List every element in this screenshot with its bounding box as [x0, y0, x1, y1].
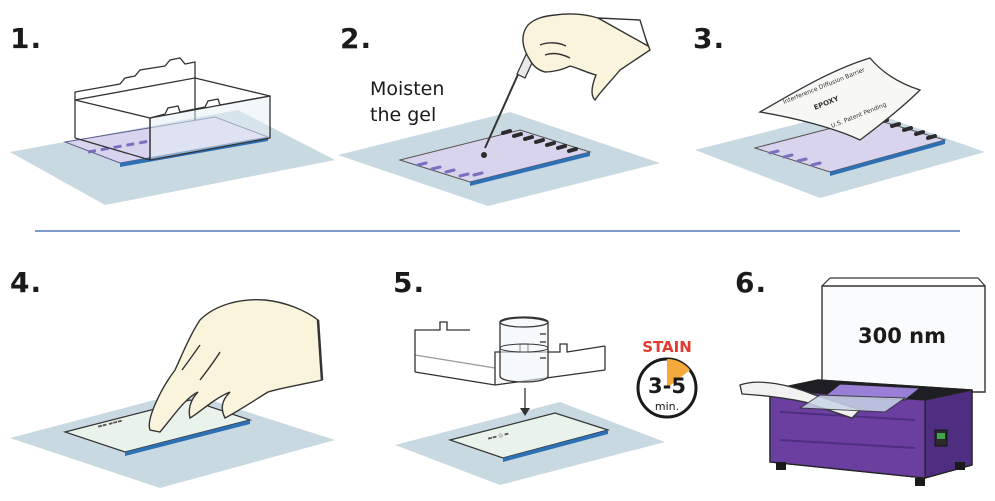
step-4-illustration: ▬▬ ▬▬▬: [10, 300, 335, 488]
step-1-illustration: [10, 58, 335, 205]
step-2-illustration: [338, 14, 660, 206]
stain-label: STAIN: [642, 338, 692, 356]
step-6-illustration: 300 nm: [740, 278, 985, 486]
timer-unit: min.: [655, 400, 679, 413]
beaker-icon: [500, 317, 548, 382]
gloved-hand-icon: [149, 300, 322, 432]
timer-value: 3-5: [648, 374, 686, 398]
gloved-hand-icon: [523, 14, 650, 100]
step-3-illustration: Interference Diffusion Barrier EPOXY U.S…: [695, 58, 985, 198]
step-5-illustration: ▬▬ ◎ ▬ STAIN 3-5 min.: [395, 317, 696, 485]
uv-transilluminator-icon: [770, 278, 985, 486]
wavelength-label: 300 nm: [858, 324, 946, 348]
